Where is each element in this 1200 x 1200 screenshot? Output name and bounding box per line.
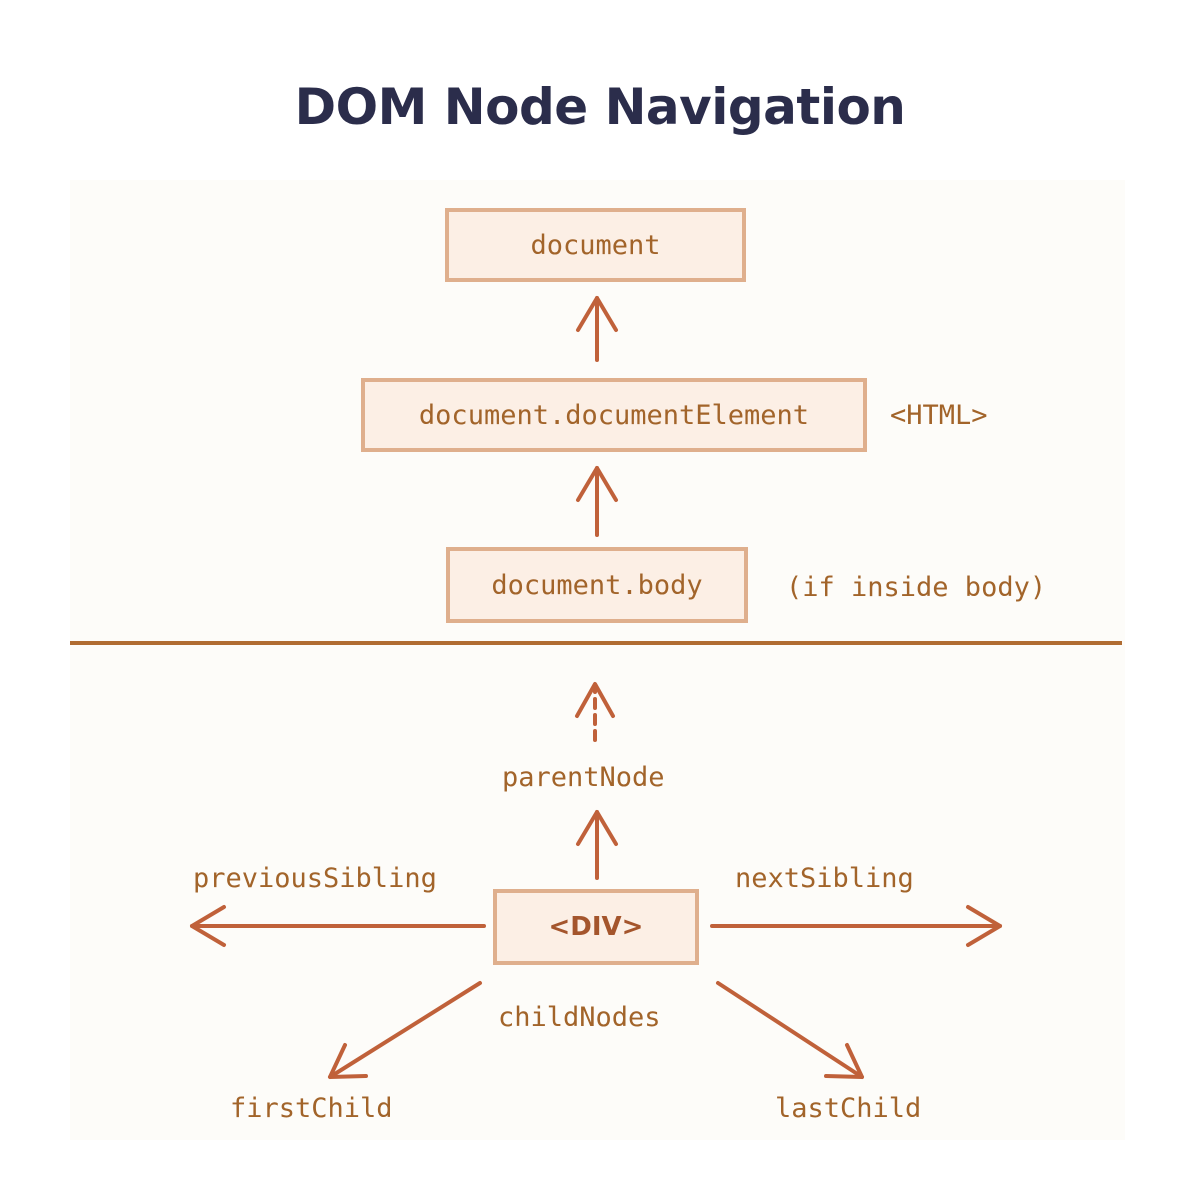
arrow-to-document-element [576,466,618,537]
inside-body-label: (if inside body) [786,572,1047,603]
previous-sibling-label: previousSibling [193,863,437,894]
html-tag-label: <HTML> [890,400,988,431]
arrow-previous-sibling [190,905,486,947]
first-child-label: firstChild [230,1093,393,1124]
arrow-parent-node [576,810,618,880]
arrow-last-child [716,981,864,1079]
arrow-next-sibling [710,905,1002,947]
node-div: <DIV> [493,889,699,965]
arrow-to-document [576,296,618,362]
node-document-label: document [530,229,661,261]
arrow-dashed-to-body [575,682,615,742]
child-nodes-label: childNodes [498,1002,661,1033]
parent-node-label: parentNode [502,762,665,793]
node-body: document.body [446,547,748,623]
node-body-label: document.body [491,569,703,601]
page-title: DOM Node Navigation [294,78,906,136]
node-div-label: <DIV> [548,912,644,942]
node-document: document [445,208,746,282]
last-child-label: lastChild [775,1093,922,1124]
next-sibling-label: nextSibling [735,863,914,894]
node-document-element-label: document.documentElement [418,399,810,431]
arrow-first-child [328,981,482,1079]
node-document-element: document.documentElement [361,378,867,452]
